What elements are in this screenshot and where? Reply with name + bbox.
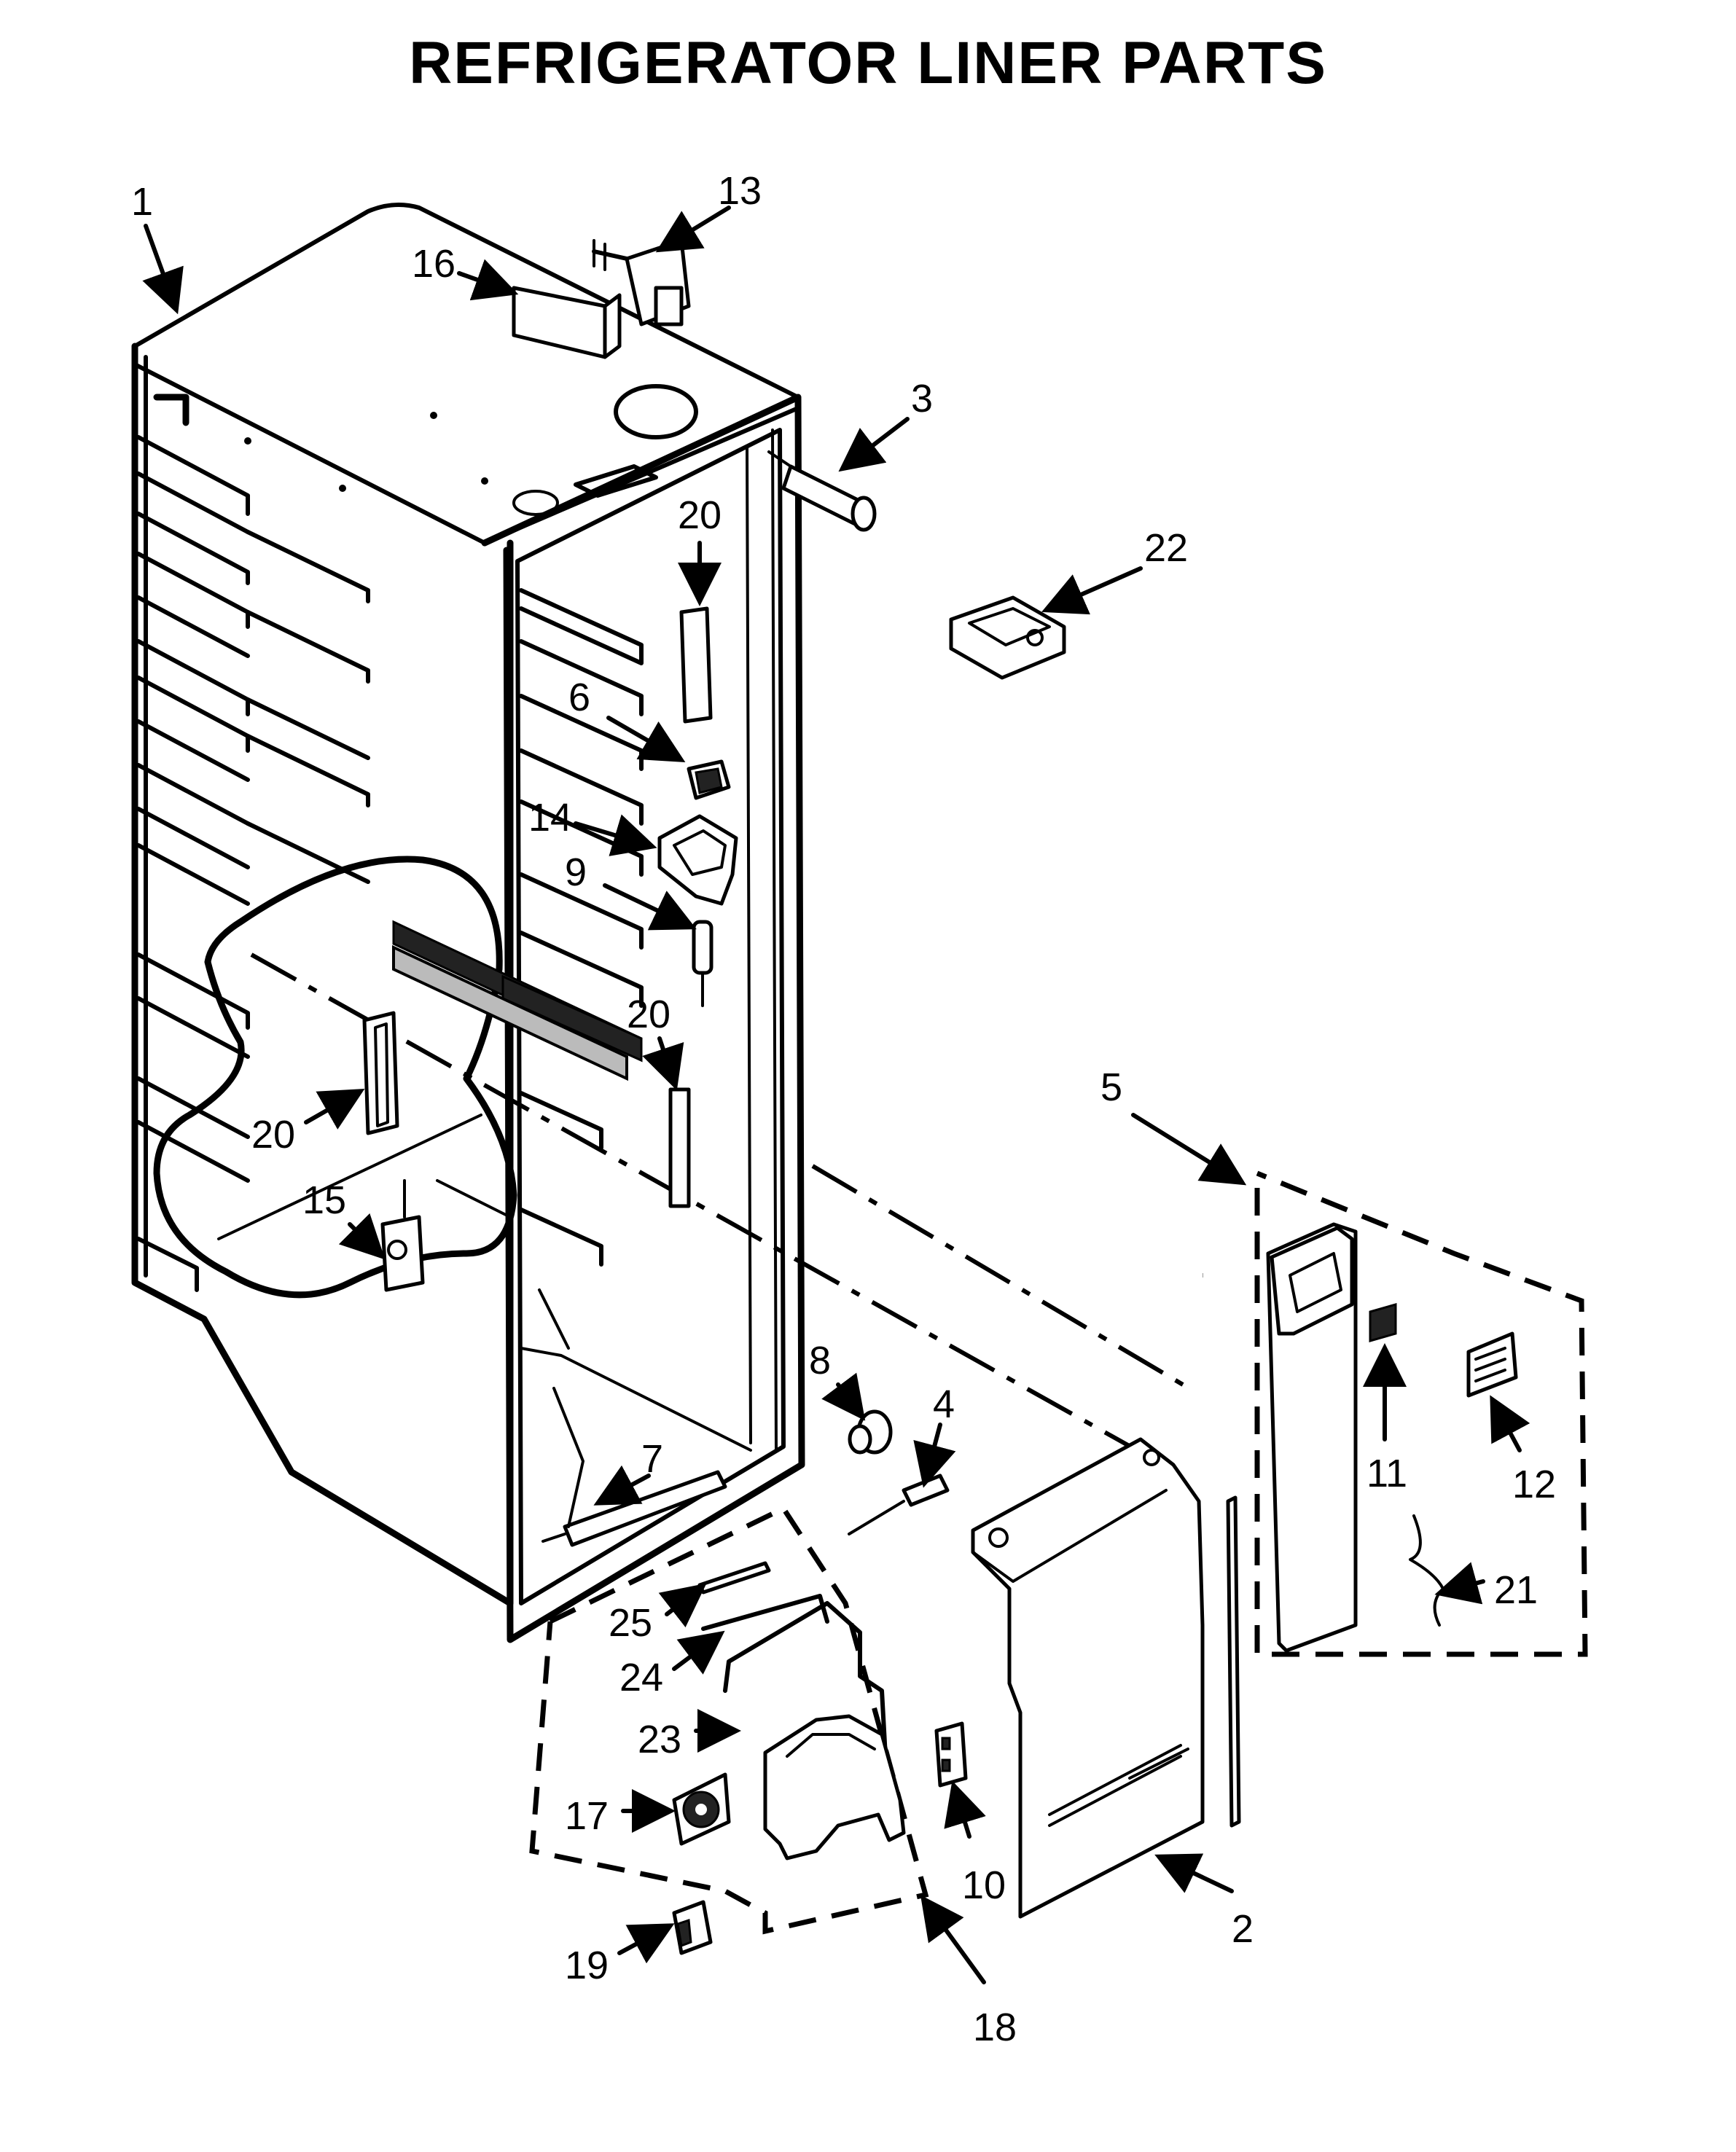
part-25-tape bbox=[697, 1561, 771, 1595]
part-4-thermistor bbox=[848, 1474, 950, 1535]
liner-cabinet bbox=[131, 203, 805, 1643]
callout-21: 21 bbox=[1494, 1568, 1538, 1612]
part-8-bushing bbox=[848, 1409, 893, 1455]
part-5-dispenser-panel bbox=[1266, 1222, 1358, 1653]
part-20-left-cover bbox=[362, 1011, 399, 1135]
callout-11: 11 bbox=[1366, 1452, 1407, 1495]
callout-22: 22 bbox=[1144, 526, 1188, 570]
assembly-line-b bbox=[811, 1164, 1197, 1394]
callout-6: 6 bbox=[568, 676, 590, 719]
callout-1: 1 bbox=[131, 180, 153, 224]
part-20-upper-cover bbox=[679, 606, 713, 724]
part-19-connector bbox=[672, 1900, 713, 1955]
callout-14: 14 bbox=[528, 796, 572, 840]
part-10-clip-block bbox=[934, 1721, 968, 1788]
callout-25: 25 bbox=[609, 1601, 652, 1645]
callout-20-upper: 20 bbox=[678, 493, 722, 537]
part-18-evaporator-cover bbox=[763, 1714, 906, 1860]
callout-20-middle: 20 bbox=[627, 993, 670, 1036]
callout-12: 12 bbox=[1512, 1463, 1556, 1506]
callout-23: 23 bbox=[638, 1718, 681, 1761]
callout-7: 7 bbox=[641, 1437, 663, 1481]
callout-24: 24 bbox=[619, 1656, 663, 1699]
part-9-sensor bbox=[692, 920, 713, 1007]
part-16-cover bbox=[512, 286, 622, 359]
callout-17: 17 bbox=[565, 1794, 609, 1838]
assembly-line-a bbox=[250, 952, 1138, 1452]
callout-arrows bbox=[142, 206, 1530, 1984]
diagram-title: REFRIGERATOR LINER PARTS bbox=[409, 30, 1327, 96]
part-3-filter-cartridge bbox=[767, 450, 877, 532]
callout-19: 19 bbox=[565, 1944, 609, 1987]
part-24-gasket bbox=[701, 1594, 829, 1631]
part-6-clip bbox=[687, 759, 731, 800]
part-7-tube-heater bbox=[541, 1387, 727, 1547]
part-22-control-board bbox=[949, 595, 1066, 680]
part-23-seal bbox=[723, 1601, 888, 1758]
callout-20-left: 20 bbox=[251, 1113, 295, 1157]
part-12-label-plate bbox=[1466, 1331, 1518, 1398]
callout-2: 2 bbox=[1232, 1907, 1254, 1951]
part-13-hinge-bracket bbox=[592, 238, 691, 326]
part-17-fan bbox=[672, 1772, 731, 1846]
part-11-grille bbox=[1369, 1303, 1397, 1342]
callout-13: 13 bbox=[718, 169, 762, 213]
callout-15: 15 bbox=[302, 1178, 346, 1222]
callout-5: 5 bbox=[1100, 1065, 1122, 1109]
callout-4: 4 bbox=[933, 1382, 955, 1426]
callout-8: 8 bbox=[809, 1339, 831, 1382]
group-18-outline bbox=[529, 1505, 929, 1935]
part-14-housing bbox=[657, 814, 738, 906]
part-20-middle-cover bbox=[668, 1087, 691, 1208]
callout-16: 16 bbox=[412, 242, 455, 286]
callout-18: 18 bbox=[973, 2006, 1017, 2049]
callout-9: 9 bbox=[565, 850, 587, 894]
part-21-wire-harness bbox=[1409, 1514, 1444, 1627]
callout-3: 3 bbox=[911, 377, 933, 420]
group-5-outline bbox=[1254, 1170, 1588, 1657]
part-15-module bbox=[380, 1179, 425, 1292]
part-2-side-strip bbox=[1226, 1495, 1241, 1828]
callout-10: 10 bbox=[962, 1863, 1006, 1907]
part-2-rear-panel bbox=[971, 1437, 1205, 1919]
